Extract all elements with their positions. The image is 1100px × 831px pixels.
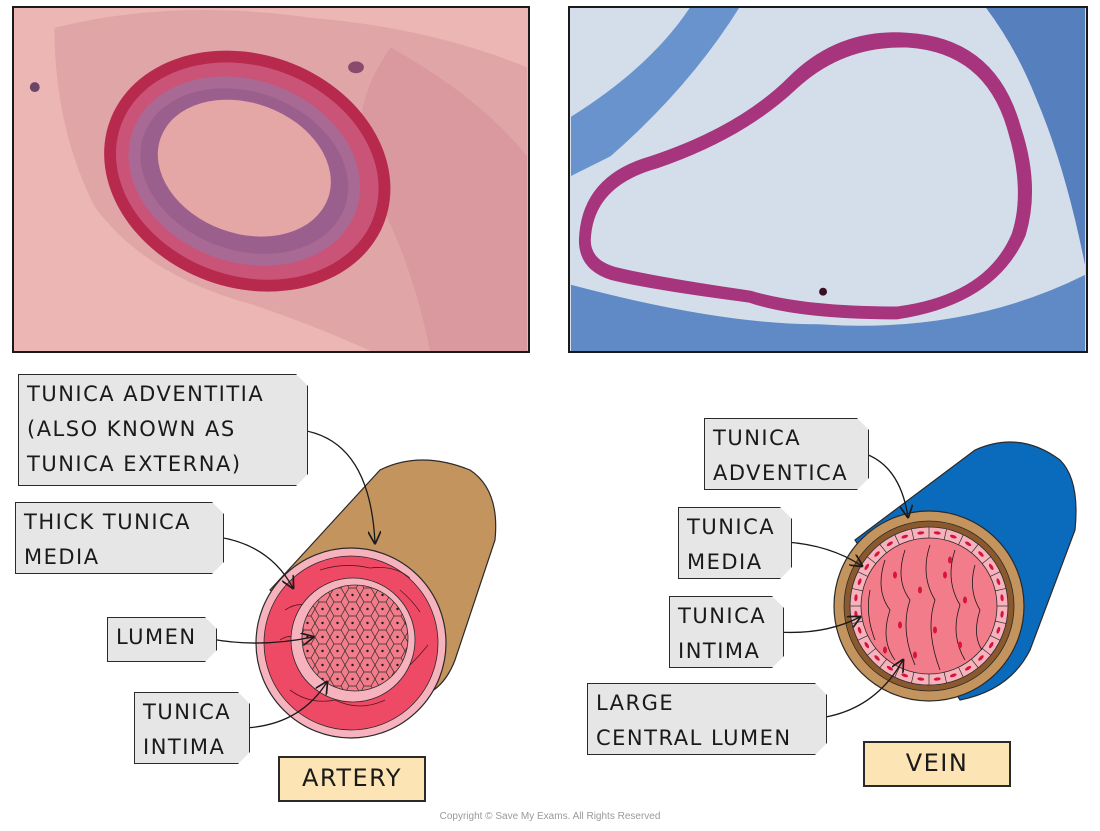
label-artery-tunica-intima: TUNICA INTIMA	[134, 692, 250, 764]
intima-cell-border	[958, 667, 964, 678]
intima-cell-border	[971, 544, 979, 554]
intima-cell-border	[958, 534, 964, 545]
artery-title: ARTERY	[278, 756, 426, 802]
intima-cell-nucleus	[886, 541, 893, 547]
label-large-central-lumen: LARGE CENTRAL LUMEN	[587, 683, 827, 755]
intima-cell-border	[990, 571, 1001, 577]
leader-vein-lumen	[819, 660, 903, 719]
intima-cell-border	[879, 658, 887, 668]
intima-cell-nucleus	[917, 531, 925, 535]
intima-cell-nucleus	[1000, 594, 1004, 602]
intima-cell-nucleus	[857, 626, 862, 634]
intima-cell-border	[981, 556, 991, 564]
intima-cell-nucleus	[933, 531, 941, 535]
intima-cell-nucleus	[1000, 610, 1004, 618]
intima-cell-nucleus	[864, 563, 870, 570]
leader-vein-adventica	[862, 452, 908, 517]
leader-artery-lumen	[210, 637, 313, 643]
intima-cell-nucleus	[965, 541, 972, 547]
leader-artery-adventitia	[300, 429, 375, 543]
label-vein-tunica-media: TUNICA MEDIA	[678, 507, 792, 579]
intima-cell-nucleus	[886, 665, 893, 671]
copyright-notice: Copyright © Save My Exams. All Rights Re…	[439, 811, 661, 822]
intima-cell-border	[857, 571, 868, 577]
artery-lumen	[301, 584, 409, 692]
leader-lines	[210, 429, 908, 729]
label-tunica-adventica: TUNICA ADVENTICA	[704, 418, 869, 490]
intima-cell-nucleus	[988, 642, 994, 649]
vein-title: VEIN	[863, 741, 1011, 787]
intima-cell-border	[995, 588, 1007, 592]
intima-cell-nucleus	[996, 626, 1001, 634]
intima-cell-nucleus	[917, 677, 925, 681]
intima-cell-border	[857, 635, 868, 641]
label-vein-tunica-intima: TUNICA INTIMA	[669, 596, 784, 668]
label-artery-lumen: LUMEN	[107, 617, 217, 662]
intima-cell-nucleus	[988, 563, 994, 570]
leader-artery-media	[217, 536, 293, 588]
intima-cell-border	[981, 648, 991, 656]
intima-cell-nucleus	[857, 578, 862, 586]
artery-cross-section	[255, 459, 497, 739]
intima-cell-border	[943, 528, 947, 540]
leader-vein-media	[785, 541, 862, 566]
intima-cell-border	[995, 620, 1007, 624]
intima-cell-nucleus	[949, 534, 957, 539]
intima-cell-nucleus	[996, 578, 1001, 586]
intima-cell-nucleus	[978, 655, 984, 661]
vein-micrograph-image	[570, 8, 1086, 351]
vein-lumen	[860, 537, 998, 675]
vein-micrograph	[568, 6, 1088, 353]
intima-cell-nucleus	[854, 594, 858, 602]
intima-cell-nucleus	[901, 534, 909, 539]
leader-artery-intima	[244, 682, 327, 729]
intima-cell-border	[879, 544, 887, 554]
intima-cell-nucleus	[965, 665, 972, 671]
intima-cell-border	[943, 672, 947, 684]
artery-micrograph-image	[29, 9, 528, 351]
intima-cell-nucleus	[901, 673, 909, 678]
intima-cell-border	[990, 635, 1001, 641]
intima-cell-nucleus	[874, 551, 880, 557]
intima-cell-border	[867, 648, 877, 656]
intima-cell-border	[867, 556, 877, 564]
leader-vein-intima	[777, 617, 860, 634]
intima-cell-border	[971, 658, 979, 668]
intima-cell-nucleus	[874, 655, 880, 661]
artery-micrograph	[12, 6, 530, 353]
label-thick-tunica-media: THICK TUNICA MEDIA	[15, 502, 224, 574]
intima-cell-border	[851, 588, 863, 592]
label-tunica-adventitia: TUNICA ADVENTITIA (ALSO KNOWN AS TUNICA …	[18, 374, 308, 486]
intima-cell-border	[894, 534, 900, 545]
intima-cell-nucleus	[933, 677, 941, 681]
intima-cell-border	[911, 672, 915, 684]
intima-cell-nucleus	[864, 642, 870, 649]
intima-cell-nucleus	[949, 673, 957, 678]
intima-cell-nucleus	[978, 551, 984, 557]
intima-cell-border	[911, 528, 915, 540]
vein-cross-section	[833, 441, 1077, 702]
